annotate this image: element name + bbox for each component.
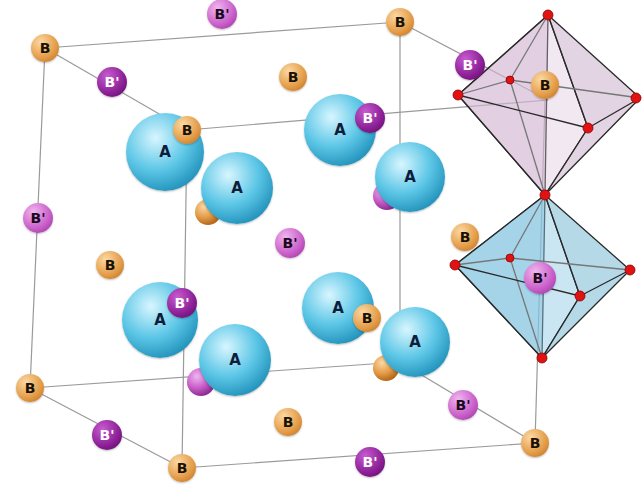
atom-label: B <box>288 70 299 84</box>
octahedron-b-prime <box>455 195 630 358</box>
a-site-atom: A <box>375 142 445 212</box>
b-site-atom: B <box>168 454 196 482</box>
atom-label: B' <box>215 7 230 21</box>
atom-label: B' <box>363 111 378 125</box>
atom-label: A <box>334 123 346 138</box>
b-site-atom: B <box>531 71 559 99</box>
b-prime-site-atom: B' <box>275 228 305 258</box>
atom-label: B <box>530 436 541 450</box>
b-prime-site-atom: B' <box>92 420 122 450</box>
atom-label: B <box>460 230 471 244</box>
b-prime-site-atom: B' <box>448 390 478 420</box>
atom-label: B' <box>100 428 115 442</box>
atom-label: B <box>395 15 406 29</box>
atom-label: B <box>40 41 51 55</box>
atom-label: A <box>404 170 416 185</box>
oxygen-atoms <box>450 10 641 363</box>
b-prime-site-atom: B' <box>524 262 556 294</box>
b-prime-site-atom: B' <box>97 67 127 97</box>
atom-label: A <box>231 181 243 196</box>
atom-label: B <box>177 461 188 475</box>
b-prime-site-atom: B' <box>355 447 385 477</box>
b-prime-site-atom: B' <box>207 0 237 29</box>
b-site-atom: B <box>279 63 307 91</box>
b-prime-site-atom: B' <box>23 203 53 233</box>
atom-label: B' <box>175 296 190 310</box>
b-site-atom: B <box>451 223 479 251</box>
b-site-atom: B <box>16 374 44 402</box>
atom-label: B <box>283 415 294 429</box>
a-site-atom: A <box>199 324 271 396</box>
b-site-atom: B <box>386 8 414 36</box>
atom-label: A <box>154 313 166 328</box>
octahedron-b <box>458 15 640 195</box>
atom-label: A <box>229 353 241 368</box>
atom-label: B' <box>31 211 46 225</box>
atom-label: B' <box>363 455 378 469</box>
atom-label: A <box>159 145 171 160</box>
a-site-atom: A <box>380 307 450 377</box>
atom-label: B <box>182 123 193 137</box>
b-site-atom: B <box>31 34 59 62</box>
atom-label: B' <box>463 58 478 72</box>
b-site-atom: B <box>96 251 124 279</box>
atom-label: B' <box>105 75 120 89</box>
a-site-atom: A <box>201 152 273 224</box>
atom-label: B' <box>533 271 548 285</box>
atom-label: B <box>362 311 373 325</box>
atom-label: B <box>540 78 551 92</box>
atom-label: B <box>105 258 116 272</box>
atom-label: B <box>25 381 36 395</box>
b-site-atom: B <box>274 408 302 436</box>
atom-label: B' <box>283 236 298 250</box>
atom-label: B' <box>456 398 471 412</box>
b-prime-site-atom: B' <box>455 50 485 80</box>
b-prime-site-atom: B' <box>355 103 385 133</box>
atom-label: A <box>409 335 421 350</box>
b-site-atom: B <box>521 429 549 457</box>
b-site-atom: B <box>353 304 381 332</box>
atom-label: A <box>332 301 344 316</box>
b-prime-site-atom: B' <box>167 288 197 318</box>
b-site-atom: B <box>173 116 201 144</box>
